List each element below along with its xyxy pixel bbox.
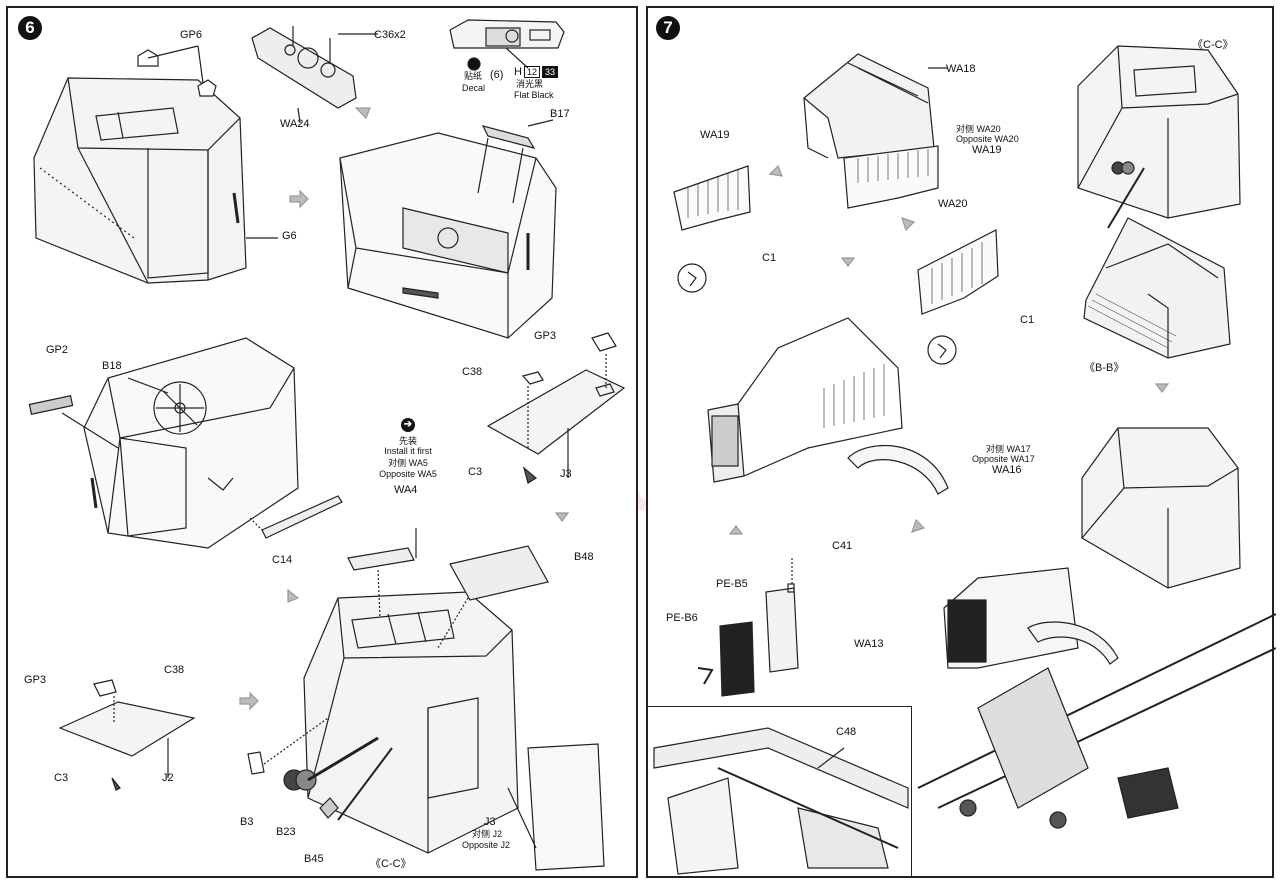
section-bb-label: 《B-B》: [1084, 362, 1125, 374]
opp-wa5-cn-label: 对侧 WA5: [388, 458, 428, 468]
wa18-hood-drawing: [803, 53, 948, 159]
label-gp3-bottom: GP3: [24, 674, 47, 686]
label-c41: C41: [832, 540, 853, 552]
install-cn-label: 先装: [398, 436, 417, 446]
label-wa19-left: WA19: [700, 129, 730, 141]
label-pe-b5: PE-B5: [716, 578, 748, 590]
label-gp6: GP6: [180, 29, 203, 41]
inset-c48-drawing: [653, 727, 909, 875]
step-6-number: 6: [18, 16, 42, 40]
label-j2: J2: [162, 772, 174, 784]
wa24-dashboard-drawing: [251, 26, 378, 124]
cab-with-b18-drawing: [28, 337, 343, 549]
label-wa18: WA18: [946, 63, 976, 75]
label-c36x2: C36x2: [374, 29, 406, 41]
label-c1-right: C1: [1020, 314, 1035, 326]
label-b23: B23: [276, 826, 296, 838]
section-cc-label-6: 《C-C》: [370, 858, 412, 870]
step-7-panel: 7: [646, 6, 1276, 878]
label-b3: B3: [240, 816, 254, 828]
label-c3-top: C3: [468, 466, 483, 478]
opp-wa17-cn-label: 对侧 WA17: [986, 444, 1031, 454]
label-c38-bottom: C38: [164, 664, 185, 676]
label-c48: C48: [836, 726, 857, 738]
label-c14: C14: [272, 554, 293, 566]
paint-en-label: Flat Black: [514, 90, 554, 100]
wa20-grille-drawing: [917, 229, 999, 365]
install-first-icon: ➔: [401, 418, 415, 432]
opp-wa20-cn-label: 对侧 WA20: [956, 124, 1001, 134]
opp-j2-cn-label: 对侧 J2: [472, 829, 503, 839]
label-wa13: WA13: [854, 638, 884, 650]
section-cc-label-7: 《C-C》: [1192, 39, 1234, 51]
paint-code-12: 12: [523, 66, 540, 78]
final-assembly-drawing: [917, 427, 1276, 829]
step-6-panel: 6: [6, 6, 638, 878]
label-b17: B17: [550, 108, 570, 120]
label-c38-top: C38: [462, 366, 483, 378]
label-c1-left: C1: [762, 252, 777, 264]
wa19-grille-right-drawing: [843, 145, 939, 209]
label-g6: G6: [282, 230, 297, 242]
j2-floor-plate-drawing: [58, 679, 196, 791]
paint-cn-label: 消光黑: [516, 79, 544, 89]
decal-number-label: (6): [490, 69, 504, 81]
step-7-number: 7: [656, 16, 680, 40]
c48-inset-box: [646, 706, 912, 878]
label-b18: B18: [102, 360, 122, 372]
install-en-label: Install it first: [384, 446, 432, 456]
label-wa4: WA4: [394, 484, 418, 496]
label-wa16: WA16: [992, 464, 1022, 476]
label-gp2: GP2: [46, 344, 69, 356]
step-7-drawing: [653, 45, 1276, 875]
step-6-drawing: [28, 19, 626, 871]
label-wa20: WA20: [938, 198, 968, 210]
label-j3-bottom: J3: [484, 816, 496, 828]
decal-dash-drawing: [449, 19, 565, 71]
label-j3-top: J3: [560, 468, 572, 480]
hood-assembly-drawing: [707, 317, 949, 495]
decal-cn-label: 贴纸: [463, 71, 482, 81]
cab-with-b17-drawing: [339, 119, 557, 339]
label-b48: B48: [574, 551, 594, 563]
opp-wa5-en-label: Opposite WA5: [379, 469, 437, 479]
wa19-grille-left-drawing: [673, 165, 751, 293]
label-gp3-top: GP3: [534, 330, 557, 342]
cab-main-bottom-drawing: [247, 528, 605, 871]
wa13-radiator-drawing: [697, 558, 799, 697]
seat-bb-drawing: [1083, 217, 1231, 359]
j3-floor-plate-drawing: [486, 332, 626, 484]
cab-cc-drawing: [1077, 45, 1241, 229]
opp-wa17-en-label: Opposite WA17: [972, 454, 1035, 464]
label-pe-b6: PE-B6: [666, 612, 698, 624]
label-b45: B45: [304, 853, 324, 865]
decal-en-label: Decal: [462, 83, 486, 93]
cab-g6-drawing: [33, 45, 278, 284]
opp-wa20-en-label: Opposite WA20: [956, 134, 1019, 144]
paint-h-label: H: [514, 66, 522, 78]
label-wa19-right: WA19: [972, 144, 1002, 156]
opp-j2-en-label: Opposite J2: [462, 840, 511, 850]
label-c3-bottom: C3: [54, 772, 69, 784]
paint-code-33: 33: [541, 66, 558, 78]
label-wa24: WA24: [280, 118, 310, 130]
